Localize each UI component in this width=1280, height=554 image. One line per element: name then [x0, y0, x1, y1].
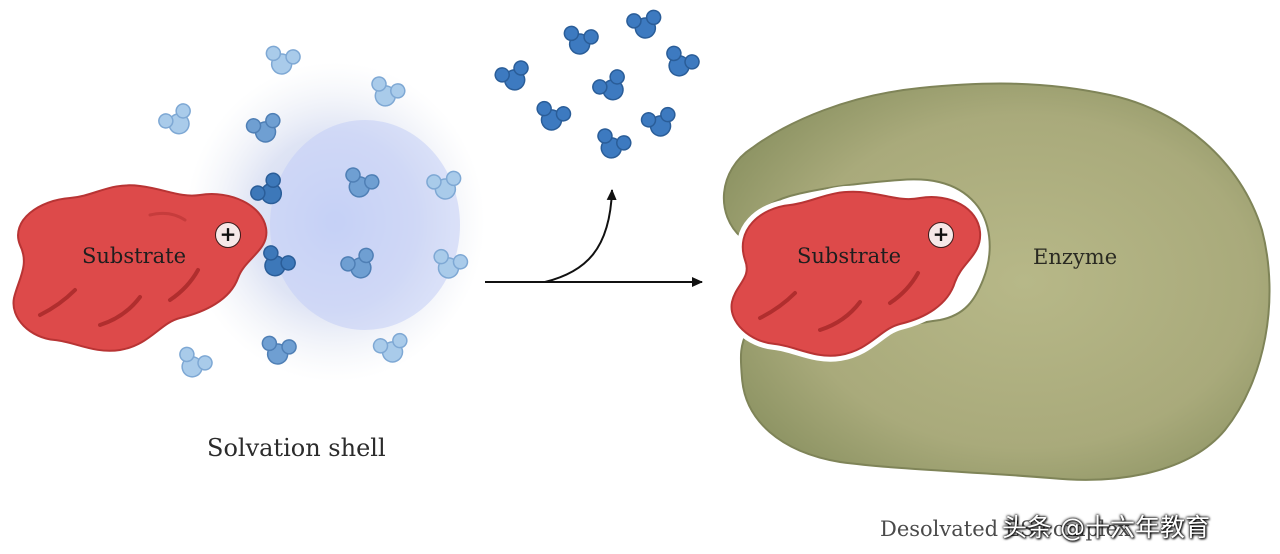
water-molecule-icon	[639, 105, 681, 141]
solvation-shell-label: Solvation shell	[207, 434, 386, 462]
water-molecule-icon	[589, 66, 634, 108]
plus-charge-icon: +	[928, 222, 954, 248]
water-molecule-icon	[625, 8, 665, 42]
water-molecule-icon	[155, 100, 200, 142]
water-molecule-icon	[171, 344, 216, 384]
water-molecule-icon	[492, 58, 535, 96]
solvation-shell-core	[270, 120, 460, 330]
plus-charge-icon: +	[215, 222, 241, 248]
substrate-left-shape	[12, 184, 268, 352]
enzyme-shape	[722, 82, 1271, 481]
water-molecule-icon	[591, 126, 634, 164]
water-molecules-released	[492, 8, 703, 164]
watermark-text: 头条 @十六年教育	[1002, 513, 1210, 542]
substrate-label-left: Substrate	[82, 244, 186, 268]
water-molecule-icon	[560, 24, 600, 58]
water-molecule-icon	[531, 99, 573, 135]
water-molecule-icon	[658, 43, 703, 83]
desolvated-complex-label: Desolvated ES complex	[880, 517, 1130, 541]
substrate-right-shape	[730, 190, 982, 357]
substrate-label-right: Substrate	[797, 244, 901, 268]
enzyme-label: Enzyme	[1033, 245, 1118, 269]
water-release-arrow	[544, 189, 617, 283]
